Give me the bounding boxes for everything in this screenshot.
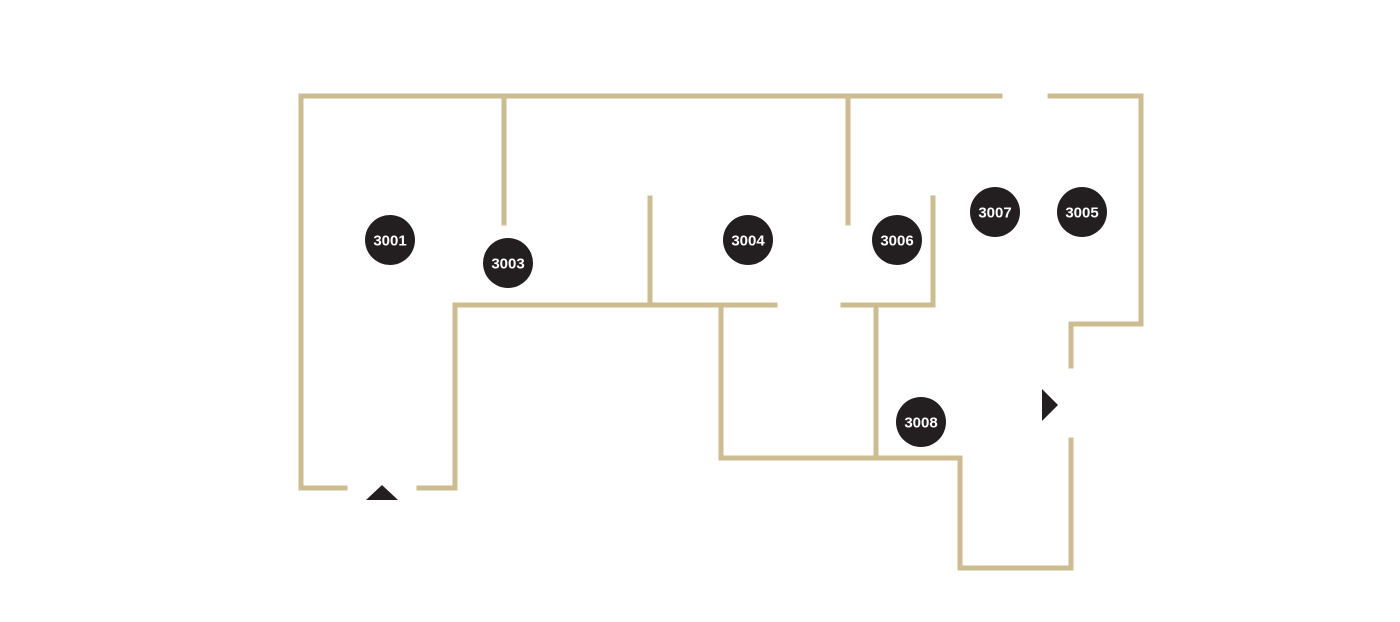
room-marker-3006[interactable]: 3006 — [872, 215, 922, 265]
room-marker-circle[interactable] — [872, 215, 922, 265]
room-label[interactable]: 3003 — [491, 256, 524, 273]
wall-room-3006 — [840, 195, 936, 308]
wall-outer-south-east — [718, 302, 1074, 571]
room-label[interactable]: 3001 — [373, 233, 406, 250]
room-marker-3008[interactable]: 3008 — [896, 397, 946, 447]
entrances — [366, 389, 1058, 500]
wall-outer-west — [298, 93, 1003, 491]
room-marker-circle[interactable] — [483, 238, 533, 288]
room-marker-circle[interactable] — [896, 397, 946, 447]
room-marker-circle[interactable] — [1057, 187, 1107, 237]
room-label[interactable]: 3007 — [978, 205, 1011, 222]
room-marker-3007[interactable]: 3007 — [970, 187, 1020, 237]
room-marker-circle[interactable] — [365, 215, 415, 265]
wall-lower-west — [416, 302, 778, 491]
room-marker-circle[interactable] — [970, 187, 1020, 237]
room-marker-3003[interactable]: 3003 — [483, 238, 533, 288]
entrance-arrow-up-icon[interactable] — [366, 485, 398, 500]
room-marker-3004[interactable]: 3004 — [723, 215, 773, 265]
room-marker-3001[interactable]: 3001 — [365, 215, 415, 265]
room-label[interactable]: 3005 — [1065, 205, 1098, 222]
room-label[interactable]: 3004 — [731, 233, 765, 250]
room-marker-3005[interactable]: 3005 — [1057, 187, 1107, 237]
room-markers: 3001 3003 3004 3006 3007 3005 3008 — [365, 187, 1107, 447]
room-marker-circle[interactable] — [723, 215, 773, 265]
room-label[interactable]: 3008 — [904, 415, 937, 432]
walls — [298, 93, 1144, 571]
entrance-arrow-right-icon[interactable] — [1042, 389, 1058, 421]
room-label[interactable]: 3006 — [880, 233, 913, 250]
wall-outer-east — [1047, 93, 1144, 369]
